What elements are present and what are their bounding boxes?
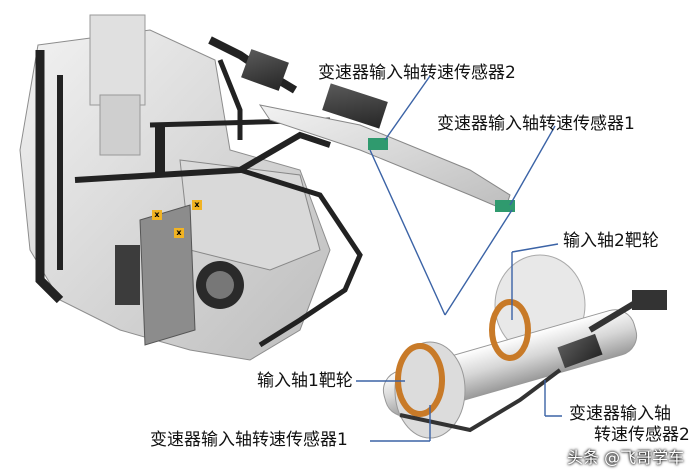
- marker-x-2: x: [192, 200, 202, 210]
- shaft-assembly: [382, 254, 667, 439]
- label-sensor1-bottom: 变速器输入轴转速传感器1: [150, 430, 348, 450]
- sensor1-green-tip: [495, 200, 515, 212]
- label-sensor1-top: 变速器输入轴转速传感器1: [437, 114, 635, 134]
- label-shaft1-target-wheel: 输入轴1靶轮: [257, 371, 353, 391]
- marker-x-1: x: [152, 210, 162, 220]
- watermark: 头条 @飞哥学车: [567, 448, 685, 467]
- leader-lines: [356, 75, 562, 442]
- transmission-housing: [19, 14, 331, 361]
- target-wheel-2: [489, 299, 531, 361]
- sensor-harness-top: [208, 36, 515, 212]
- sensor2-green-tip: [368, 138, 388, 150]
- control-module: [115, 204, 244, 346]
- marker-x-3: x: [174, 228, 184, 238]
- label-sensor2-top: 变速器输入轴转速传感器2: [318, 63, 516, 83]
- label-sensor2-bottom-line1: 变速器输入轴: [569, 404, 671, 424]
- label-sensor2-bottom-line2: 转速传感器2: [594, 425, 690, 445]
- label-shaft2-target-wheel: 输入轴2靶轮: [563, 231, 659, 251]
- target-wheel-1: [395, 343, 445, 417]
